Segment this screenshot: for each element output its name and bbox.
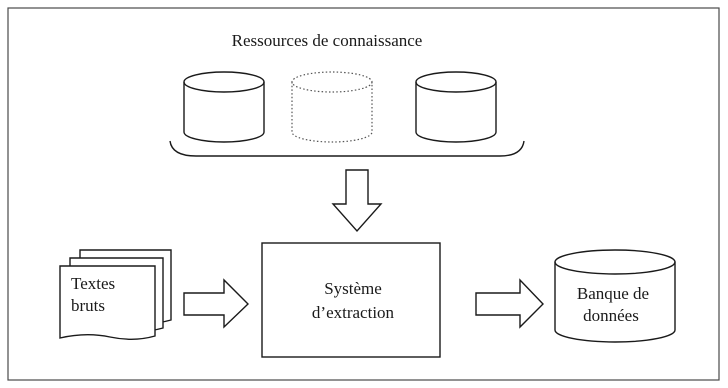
diagram-frame [7,7,720,381]
resources-brace [169,140,525,157]
extraction-system-label-line1: Système [324,279,382,298]
database-cylinder [554,249,676,343]
raw-texts-label-line2: bruts [71,296,105,315]
raw-texts-documents [59,249,172,340]
down-arrow [331,169,383,233]
extraction-system-label-line2: d’extraction [312,303,395,322]
extraction-system-box [261,242,441,358]
raw-texts-label-line1: Textes [71,274,115,293]
database-label-line1: Banque de [577,284,649,303]
right-arrow-to-system [183,278,250,329]
knowledge-resource-cylinder-dotted [291,71,373,143]
knowledge-resource-cylinder-1 [183,71,265,143]
database-label-line2: données [583,306,639,325]
knowledge-resource-cylinder-3 [415,71,497,143]
right-arrow-to-database [475,278,544,329]
resources-title: Ressources de connaissance [232,31,423,50]
